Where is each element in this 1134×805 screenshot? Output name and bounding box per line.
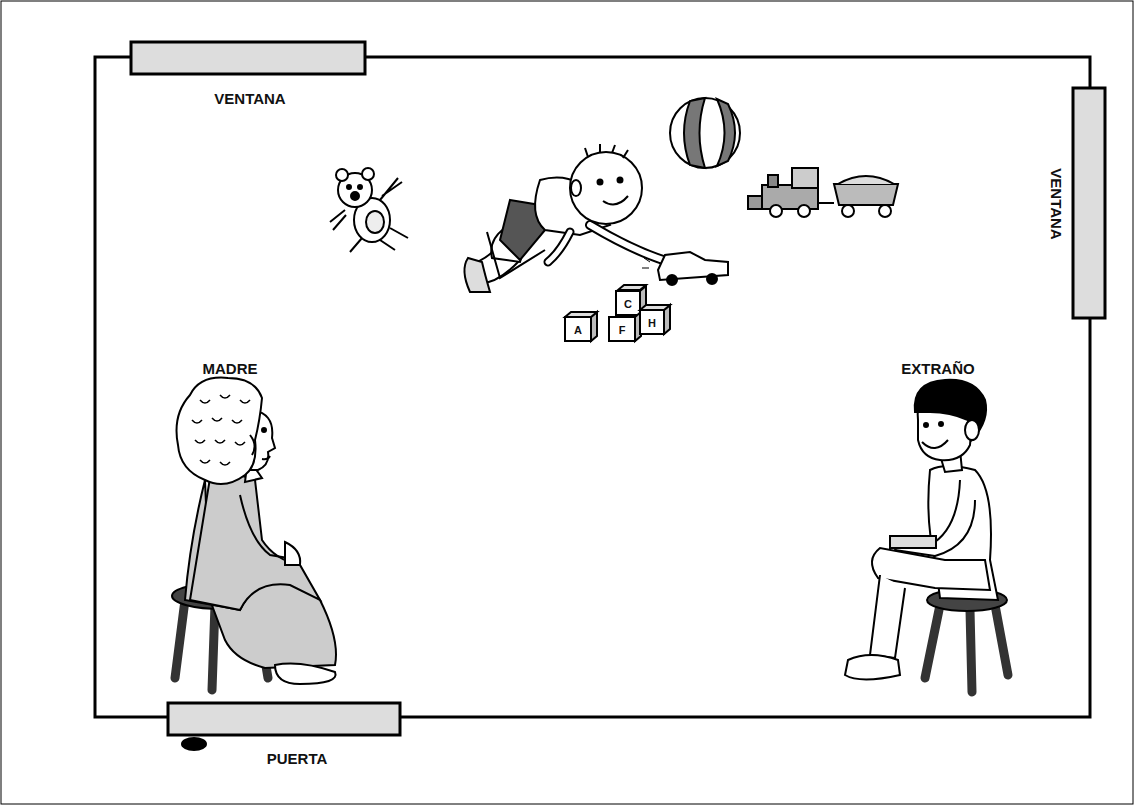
window-label: VENTANA bbox=[214, 91, 285, 106]
toy-train bbox=[748, 168, 898, 217]
person-label: MADRE bbox=[203, 361, 258, 376]
window bbox=[1073, 88, 1105, 318]
stranger bbox=[845, 380, 1008, 692]
letter-blocks bbox=[565, 285, 670, 341]
window bbox=[131, 42, 365, 74]
door-label: PUERTA bbox=[267, 751, 328, 766]
block-letter: A bbox=[574, 325, 582, 336]
child bbox=[464, 144, 728, 292]
block-letter: H bbox=[648, 318, 656, 329]
room-wall bbox=[95, 57, 1090, 717]
window-label: VENTANA bbox=[1049, 168, 1064, 239]
door-knob bbox=[181, 737, 207, 751]
block-letter: C bbox=[624, 299, 632, 310]
teddy-bear bbox=[330, 168, 408, 252]
mother bbox=[172, 378, 336, 690]
door bbox=[168, 703, 400, 735]
person-label: EXTRAÑO bbox=[901, 361, 974, 376]
block-letter: F bbox=[619, 325, 626, 336]
ball bbox=[670, 98, 740, 168]
